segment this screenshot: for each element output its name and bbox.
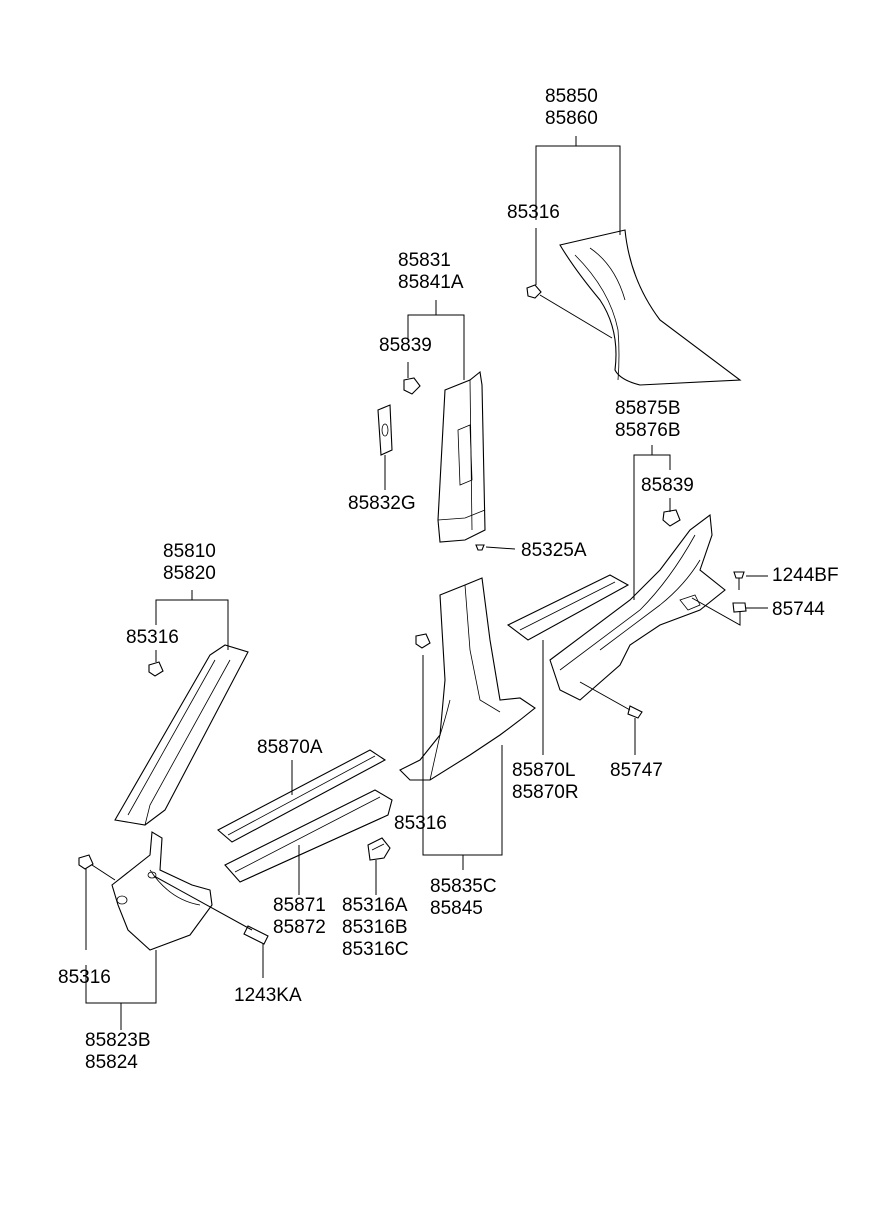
part-number: 1244BF — [772, 565, 839, 586]
screw-85325a — [475, 544, 516, 551]
rear-scuff-plate — [506, 574, 630, 755]
label-85831: 85831 85841A — [398, 250, 464, 294]
part-number: 85860 — [545, 108, 598, 129]
front-scuff-plate — [217, 749, 387, 843]
part-number: 85870R — [512, 782, 579, 803]
label-85316-top: 85316 — [507, 202, 560, 224]
part-number: 85871 — [273, 895, 326, 916]
clip-85839-upper — [403, 377, 421, 395]
leader-85875b — [633, 445, 671, 600]
part-number: 85820 — [163, 563, 216, 584]
label-85316a: 85316A 85316B 85316C — [342, 895, 409, 961]
label-85870l: 85870L 85870R — [512, 760, 579, 804]
clip-85316-bottom — [78, 854, 94, 870]
part-number: 85316A — [342, 895, 408, 916]
part-number: 85316C — [342, 939, 409, 960]
label-85839-lower: 85839 — [641, 475, 694, 497]
leader-85835c — [422, 655, 503, 870]
leader-85810 — [155, 590, 229, 662]
screw-85747 — [579, 681, 643, 755]
part-number: 85823B — [85, 1030, 151, 1051]
bolt-1244bf — [733, 571, 768, 590]
label-1243ka: 1243KA — [234, 985, 302, 1007]
rear-side-trim — [549, 513, 726, 701]
part-number: 85325A — [521, 540, 587, 561]
clip-85316-mid — [415, 633, 431, 649]
part-number: 85850 — [545, 86, 598, 107]
label-85839-upper: 85839 — [379, 335, 432, 357]
part-number: 85747 — [610, 760, 663, 781]
part-number: 85835C — [430, 876, 497, 897]
nut-85744 — [691, 597, 768, 626]
rear-pillar-trim — [559, 229, 742, 386]
label-85871: 85871 85872 — [273, 895, 326, 939]
label-85316-bottom: 85316 — [58, 967, 111, 989]
part-number: 85316 — [126, 627, 179, 648]
retainer-85316a — [367, 837, 391, 895]
part-number: 85832G — [348, 493, 416, 514]
part-number: 85316 — [394, 813, 447, 834]
part-number: 85810 — [163, 541, 216, 562]
part-number: 85316 — [58, 967, 111, 988]
part-number: 85870L — [512, 760, 576, 781]
part-number: 85316B — [342, 917, 408, 938]
label-85744: 85744 — [772, 599, 825, 621]
part-number: 85839 — [379, 335, 432, 356]
part-number: 85831 — [398, 250, 451, 271]
leader-85831 — [407, 300, 465, 380]
leader-85823b — [85, 864, 157, 1030]
clip-85839-lower — [662, 509, 681, 527]
label-85810: 85810 85820 — [163, 541, 216, 585]
part-number: 1243KA — [234, 985, 302, 1006]
label-85850: 85850 85860 — [545, 86, 598, 130]
clip-85316-left — [148, 661, 164, 677]
label-85316-mid: 85316 — [394, 813, 447, 835]
part-number: 85872 — [273, 917, 326, 938]
label-1244bf: 1244BF — [772, 565, 839, 587]
center-pillar-upper-trim — [437, 370, 486, 543]
label-85747: 85747 — [610, 760, 663, 782]
part-number: 85876B — [615, 420, 681, 441]
pad-85832g — [377, 404, 393, 490]
label-85875b: 85875B 85876B — [615, 398, 681, 442]
part-number: 85744 — [772, 599, 825, 620]
label-85832g: 85832G — [348, 493, 416, 515]
leader-85850 — [535, 136, 621, 339]
label-85325a: 85325A — [521, 540, 587, 562]
cowl-side-trim — [111, 831, 213, 951]
label-85835c: 85835C 85845 — [430, 876, 497, 920]
part-number: 85841A — [398, 272, 464, 293]
label-85316-left: 85316 — [126, 627, 179, 649]
label-85870a: 85870A — [257, 737, 323, 759]
part-number: 85870A — [257, 737, 323, 758]
center-pillar-lower-trim — [399, 577, 536, 781]
clip-85316-top — [526, 284, 542, 299]
part-number: 85316 — [507, 202, 560, 223]
screw-1243ka — [153, 875, 269, 978]
part-number: 85839 — [641, 475, 694, 496]
front-sill-step — [224, 789, 393, 895]
part-number: 85845 — [430, 898, 483, 919]
label-85823b: 85823B 85824 — [85, 1030, 151, 1074]
part-number: 85824 — [85, 1052, 138, 1073]
front-pillar-trim — [114, 644, 249, 826]
part-number: 85875B — [615, 398, 681, 419]
